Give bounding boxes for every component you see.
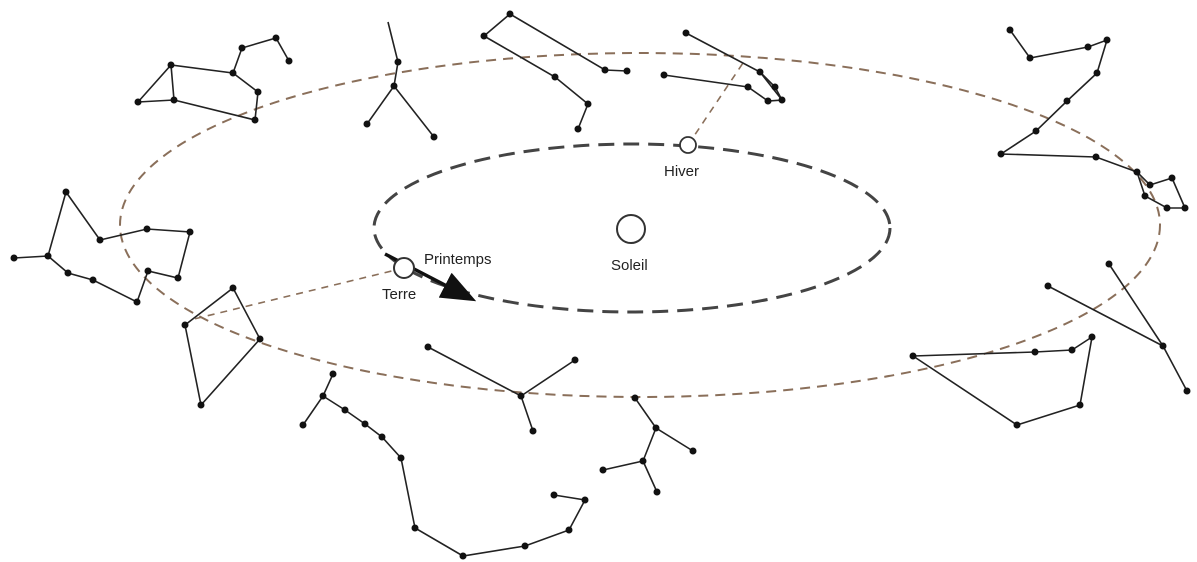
sun-label: Soleil (611, 257, 648, 274)
constellation-top-y (364, 22, 438, 141)
earth-spring (394, 258, 414, 278)
constellation-lower-left (182, 285, 264, 409)
spring-label: Printemps (424, 251, 492, 268)
constellation-right (1045, 261, 1191, 395)
constellation-top-center (481, 11, 631, 133)
earth-label: Terre (382, 286, 416, 303)
constellation-bottom-small (600, 395, 697, 496)
constellation-bottom-center (425, 344, 579, 435)
spring-projection-line (190, 268, 404, 320)
winter-label: Hiver (664, 163, 699, 180)
constellation-top-left (135, 35, 293, 124)
winter-projection-line (688, 60, 745, 145)
sun (617, 215, 645, 243)
constellation-top-taurus (661, 30, 786, 105)
earth-winter (680, 137, 696, 153)
constellation-top-right (998, 27, 1189, 212)
constellation-left (11, 189, 194, 306)
constellation-bottom-scorpius (300, 371, 589, 560)
